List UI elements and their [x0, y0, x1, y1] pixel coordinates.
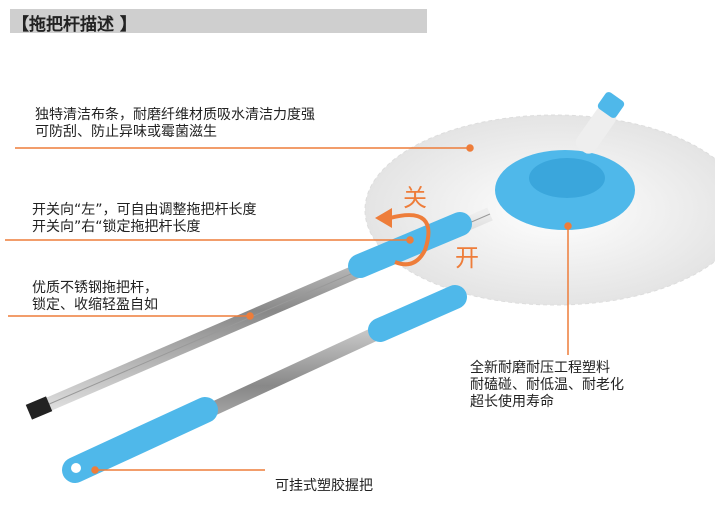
fiber-callout: 独特清洁布条，耐磨纤维材质吸水清洁力度强可防刮、防止异味或霉菌滋生 — [35, 107, 315, 141]
open-label: 开 — [455, 244, 479, 272]
switch-callout: 开关向“左”，可自由调整拖把杆长度开关向”右“锁定拖把杆长度 — [32, 202, 257, 236]
pole-tip — [25, 396, 53, 420]
plastic-callout: 全新耐磨耐压工程塑料耐磕碰、耐低温、耐老化超长使用寿命 — [470, 360, 624, 411]
plastic-callout-line: 耐磕碰、耐低温、耐老化 — [470, 377, 624, 393]
plastic-callout-line: 超长使用寿命 — [470, 394, 554, 410]
arrow-head-icon — [375, 208, 392, 228]
lower-pole — [62, 285, 467, 483]
section-title: 【拖把杆描述 】 — [12, 15, 137, 35]
hanging-hole — [71, 463, 81, 473]
hanging-grip — [62, 397, 218, 483]
section-header: 【拖把杆描述 】 — [10, 9, 427, 35]
pole-switch — [348, 212, 472, 278]
fiber-callout-line: 独特清洁布条，耐磨纤维材质吸水清洁力度强 — [35, 107, 315, 123]
switch-callout-line: 开关向“左”，可自由调整拖把杆长度 — [32, 202, 257, 218]
mop-joint — [575, 106, 617, 154]
pole-sleeve — [368, 285, 467, 342]
handle-callout: 可挂式塑胶握把 — [275, 478, 373, 494]
mop-joint-cap — [597, 92, 625, 118]
upper-pole — [25, 207, 493, 420]
fiber-callout-line: 可防刮、防止异味或霉菌滋生 — [35, 124, 217, 140]
close-label: 关 — [403, 184, 427, 212]
plastic-callout-line: 全新耐磨耐压工程塑料 — [470, 360, 610, 376]
pole-callout-line: 优质不锈钢拖把杆， — [32, 280, 158, 296]
mop-disc-center — [529, 158, 605, 198]
pole-callout-line: 锁定、收缩轻盈自如 — [32, 297, 158, 313]
switch-callout-line: 开关向”右“锁定拖把杆长度 — [32, 219, 201, 235]
rotate-arrow-icon — [389, 213, 431, 267]
callout-leader-lines — [5, 144, 572, 474]
pole-callout: 优质不锈钢拖把杆，锁定、收缩轻盈自如 — [32, 280, 158, 314]
